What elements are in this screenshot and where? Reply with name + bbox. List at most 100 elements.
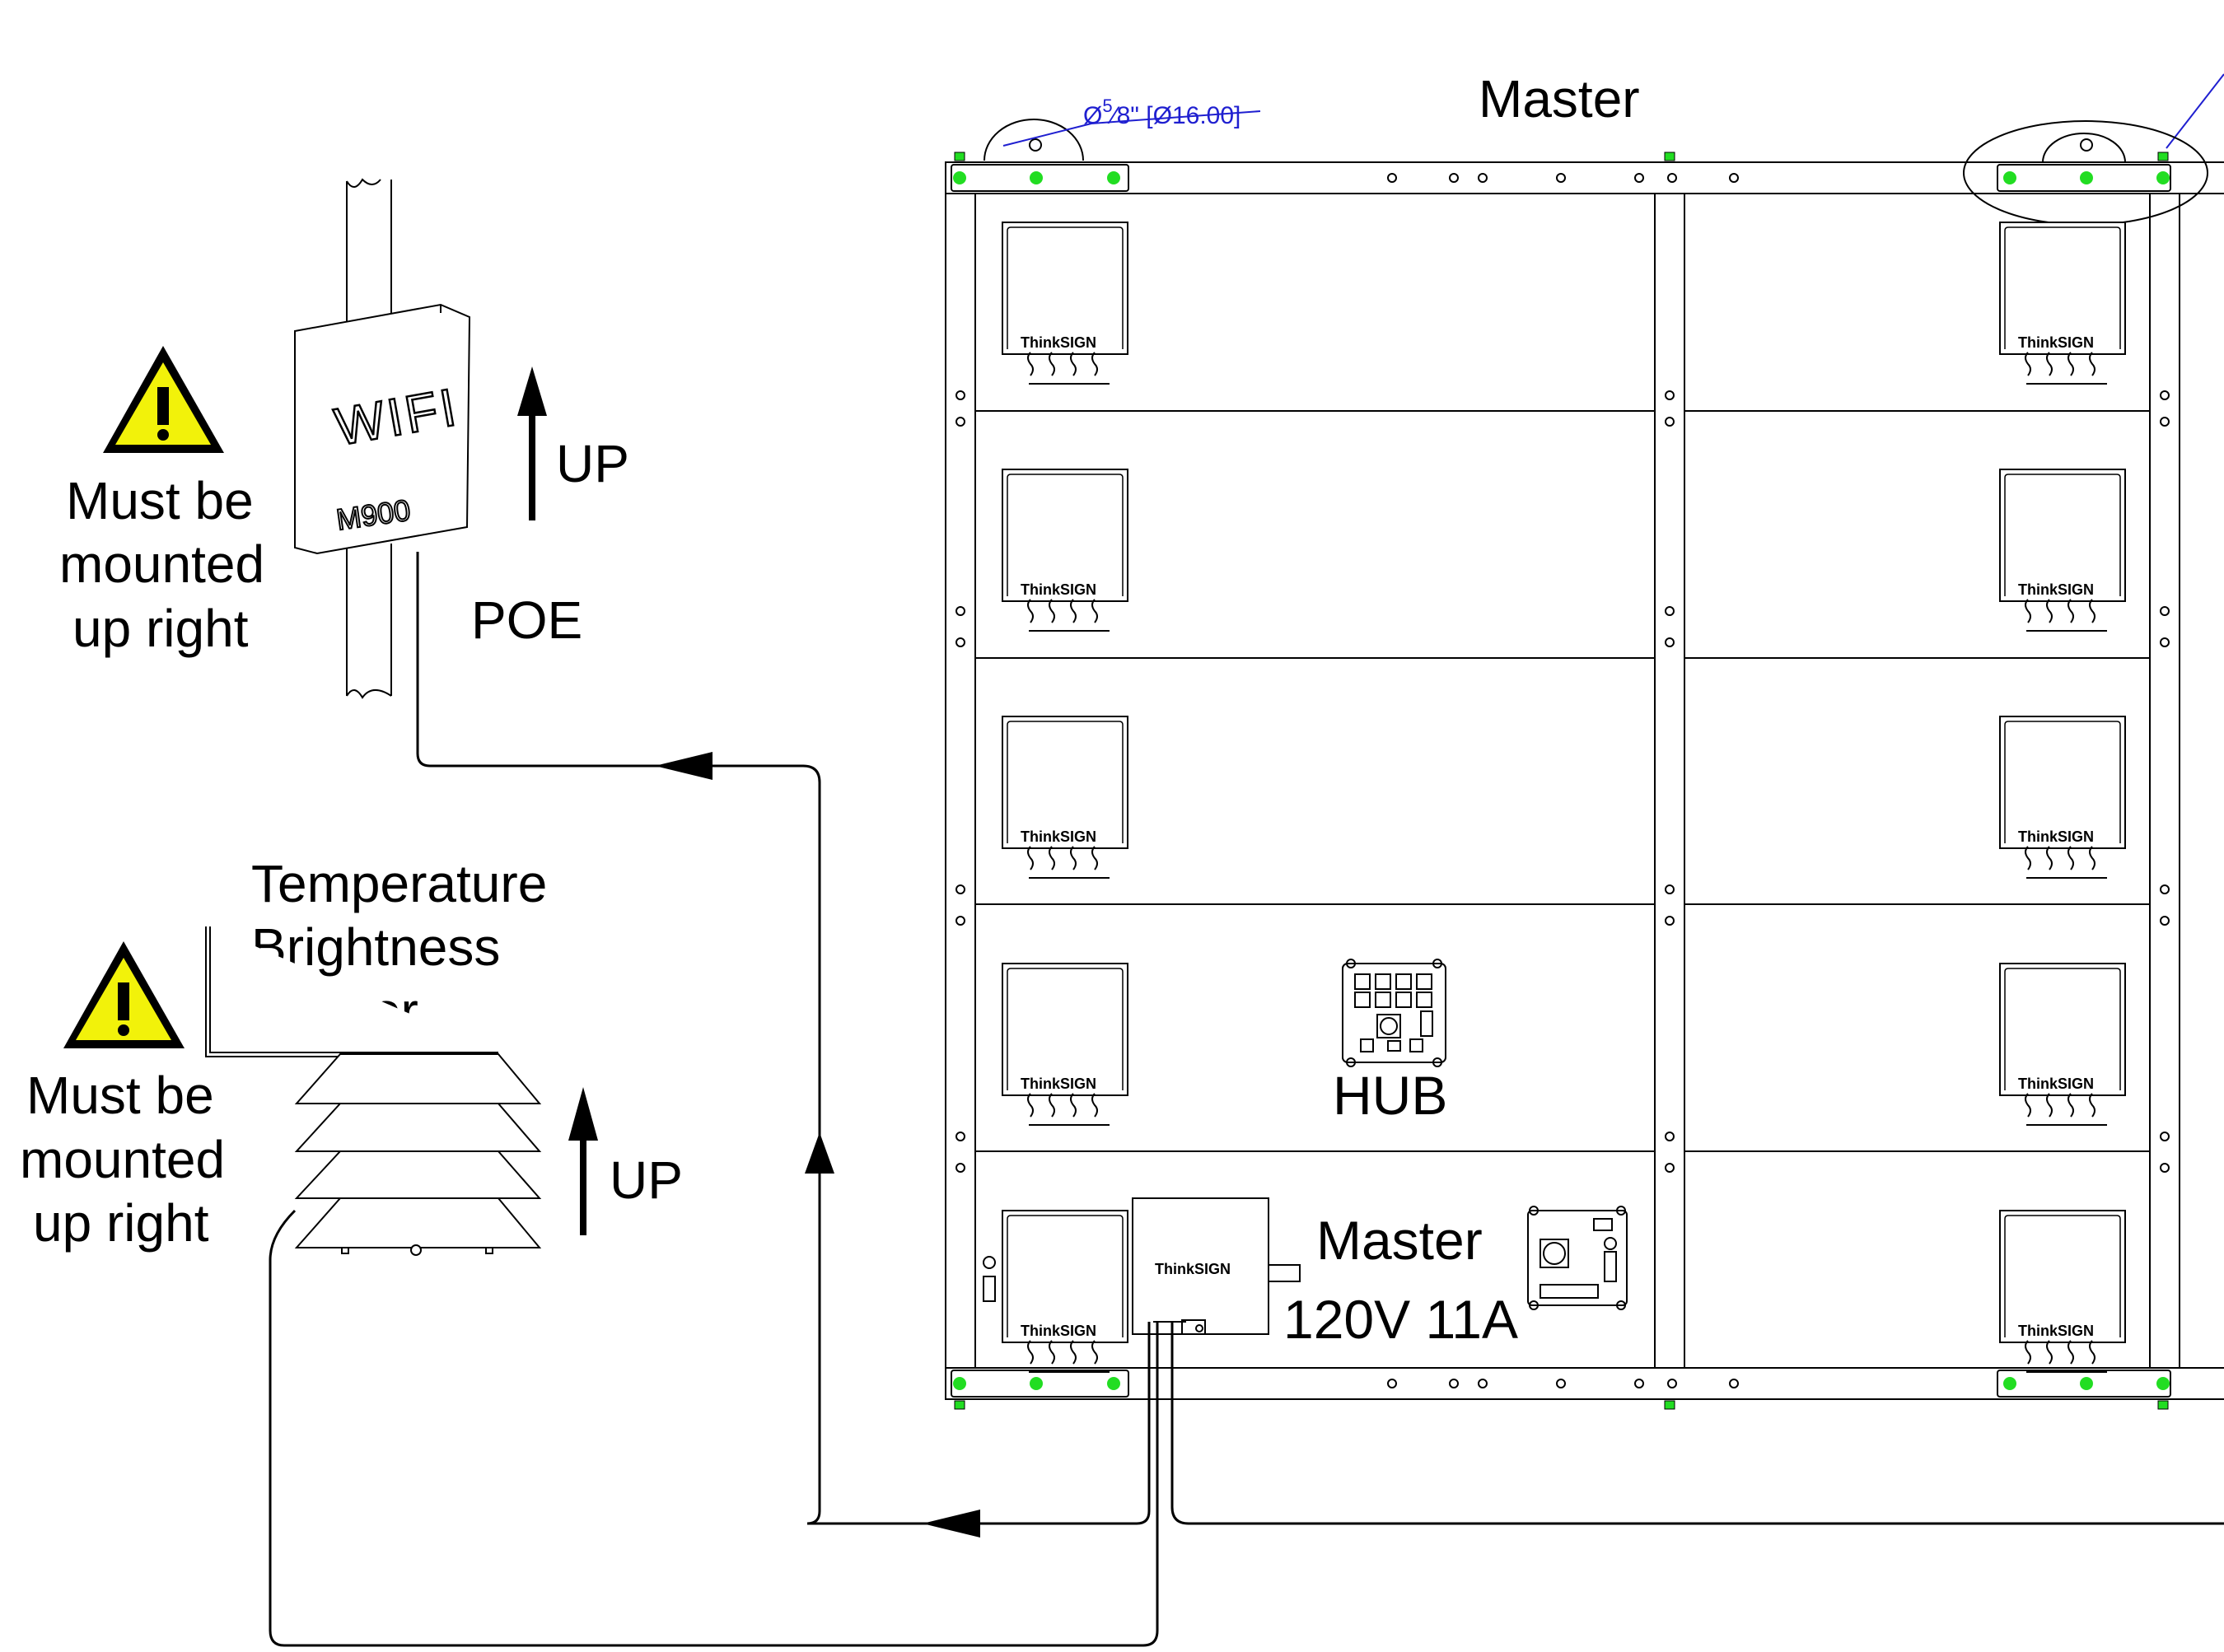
rail-hole bbox=[1667, 173, 1677, 183]
warning-text-1-line-2: mounted bbox=[59, 534, 264, 594]
mount-tab bbox=[954, 1400, 965, 1410]
heat-mark bbox=[2089, 599, 2096, 623]
post-hole bbox=[1665, 916, 1675, 926]
mount-point bbox=[953, 171, 966, 184]
heat-mark bbox=[1070, 1093, 1077, 1118]
post-hole bbox=[2160, 390, 2170, 400]
module-logo: ThinkSIGN bbox=[2018, 334, 2094, 351]
post-hole bbox=[1665, 606, 1675, 616]
rail-hole bbox=[1634, 1379, 1644, 1388]
heat-mark bbox=[1091, 846, 1098, 870]
power-supply-module: ThinkSIGN bbox=[1999, 1210, 2126, 1373]
heat-mark bbox=[1027, 1093, 1034, 1118]
heat-mark bbox=[1049, 352, 1055, 376]
post-hole bbox=[955, 1163, 965, 1173]
post-hole bbox=[2160, 1132, 2170, 1141]
heat-mark bbox=[1049, 599, 1055, 623]
warning-text-1-line-1: Must be bbox=[66, 471, 254, 530]
module-logo: ThinkSIGN bbox=[1021, 1323, 1096, 1339]
dimension-rest: " [Ø16.00] bbox=[1130, 102, 1240, 129]
module-logo: ThinkSIGN bbox=[2018, 828, 2094, 845]
post-hole bbox=[1665, 884, 1675, 894]
power-supply-module: ThinkSIGN bbox=[1999, 963, 2126, 1126]
post-hole bbox=[955, 916, 965, 926]
mount-point bbox=[953, 1377, 966, 1390]
heat-mark bbox=[1091, 352, 1098, 376]
master-top-label: Master bbox=[1479, 69, 1640, 128]
heat-mark bbox=[1027, 599, 1034, 623]
dimension-numerator: 5 bbox=[1102, 96, 1112, 116]
rail-hole bbox=[1556, 173, 1566, 183]
heat-mark bbox=[1027, 1340, 1034, 1365]
mount-point bbox=[2156, 1377, 2170, 1390]
mount-point bbox=[1107, 1377, 1120, 1390]
heat-mark bbox=[2089, 1340, 2096, 1365]
master-box-label: Master bbox=[1316, 1210, 1483, 1271]
mount-point bbox=[2156, 171, 2170, 184]
power-rating-label: 120V 11A bbox=[1283, 1289, 1518, 1350]
post-hole bbox=[2160, 884, 2170, 894]
module-logo: ThinkSIGN bbox=[1021, 581, 1096, 598]
heat-mark bbox=[2046, 1340, 2053, 1365]
warning-text-2-line-3: up right bbox=[33, 1193, 209, 1253]
post-hole bbox=[955, 884, 965, 894]
power-supply-module: ThinkSIGN bbox=[1002, 1210, 1128, 1373]
heat-mark bbox=[1070, 352, 1077, 376]
heat-mark bbox=[2025, 599, 2031, 623]
poe-label: POE bbox=[471, 590, 582, 650]
mount-tab bbox=[2157, 1400, 2169, 1410]
mount-point bbox=[2080, 171, 2093, 184]
cabinet-frame bbox=[945, 120, 2224, 1400]
wifi-word: WIFI bbox=[330, 376, 463, 456]
heat-mark bbox=[1070, 1340, 1077, 1365]
mount-points bbox=[953, 152, 2170, 1410]
heat-mark bbox=[2025, 1093, 2031, 1118]
heat-mark bbox=[2067, 352, 2074, 376]
power-supply-module: ThinkSIGN bbox=[1999, 469, 2126, 632]
heat-mark bbox=[1049, 1093, 1055, 1118]
hub-label: HUB bbox=[1333, 1065, 1447, 1126]
up-label-wifi: UP bbox=[556, 434, 629, 493]
master-controller-logo: ThinkSIGN bbox=[1155, 1261, 1231, 1277]
mount-point bbox=[2003, 171, 2016, 184]
module-logo: ThinkSIGN bbox=[1021, 1076, 1096, 1092]
temperature-sensor-icon bbox=[205, 926, 542, 1256]
ground-terminal-icon bbox=[983, 1256, 996, 1302]
rail-hole bbox=[1478, 173, 1488, 183]
heat-mark bbox=[2089, 846, 2096, 870]
post-hole bbox=[955, 417, 965, 427]
rail-hole bbox=[1729, 173, 1739, 183]
sensor-label-line-1: Temperature bbox=[251, 854, 547, 913]
mount-tab bbox=[1664, 152, 1675, 161]
post-hole bbox=[2160, 417, 2170, 427]
mount-point bbox=[1107, 171, 1120, 184]
heat-mark bbox=[1049, 1340, 1055, 1365]
up-label-sensor: UP bbox=[610, 1150, 683, 1210]
power-supply-module: ThinkSIGN bbox=[1002, 469, 1128, 632]
mount-tab bbox=[954, 152, 965, 161]
heat-mark bbox=[2046, 599, 2053, 623]
warning-triangle-icon bbox=[63, 941, 185, 1048]
rail-hole bbox=[1667, 1379, 1677, 1388]
post-hole bbox=[1665, 1132, 1675, 1141]
heat-mark bbox=[1027, 352, 1034, 376]
post-hole bbox=[2160, 606, 2170, 616]
mount-point bbox=[1030, 171, 1043, 184]
warning-text-2-line-1: Must be bbox=[26, 1066, 214, 1125]
post-hole bbox=[1665, 1163, 1675, 1173]
cables bbox=[269, 552, 2224, 1647]
heat-mark bbox=[2067, 846, 2074, 870]
post-hole bbox=[1665, 637, 1675, 647]
warning-triangle-icon bbox=[103, 346, 224, 453]
heat-mark bbox=[2067, 599, 2074, 623]
heat-mark bbox=[1091, 1093, 1098, 1118]
heat-mark bbox=[1070, 846, 1077, 870]
arrow-up-cable bbox=[805, 1132, 834, 1174]
heat-mark bbox=[2046, 1093, 2053, 1118]
module-logo: ThinkSIGN bbox=[1021, 828, 1096, 845]
cable-arrows bbox=[655, 752, 980, 1538]
up-arrow-icon bbox=[517, 366, 547, 520]
dimension-label: Ø5⁄8" [Ø16.00] bbox=[1083, 96, 1240, 129]
rail-hole bbox=[1449, 173, 1459, 183]
power-supply-module: ThinkSIGN bbox=[1002, 222, 1128, 385]
